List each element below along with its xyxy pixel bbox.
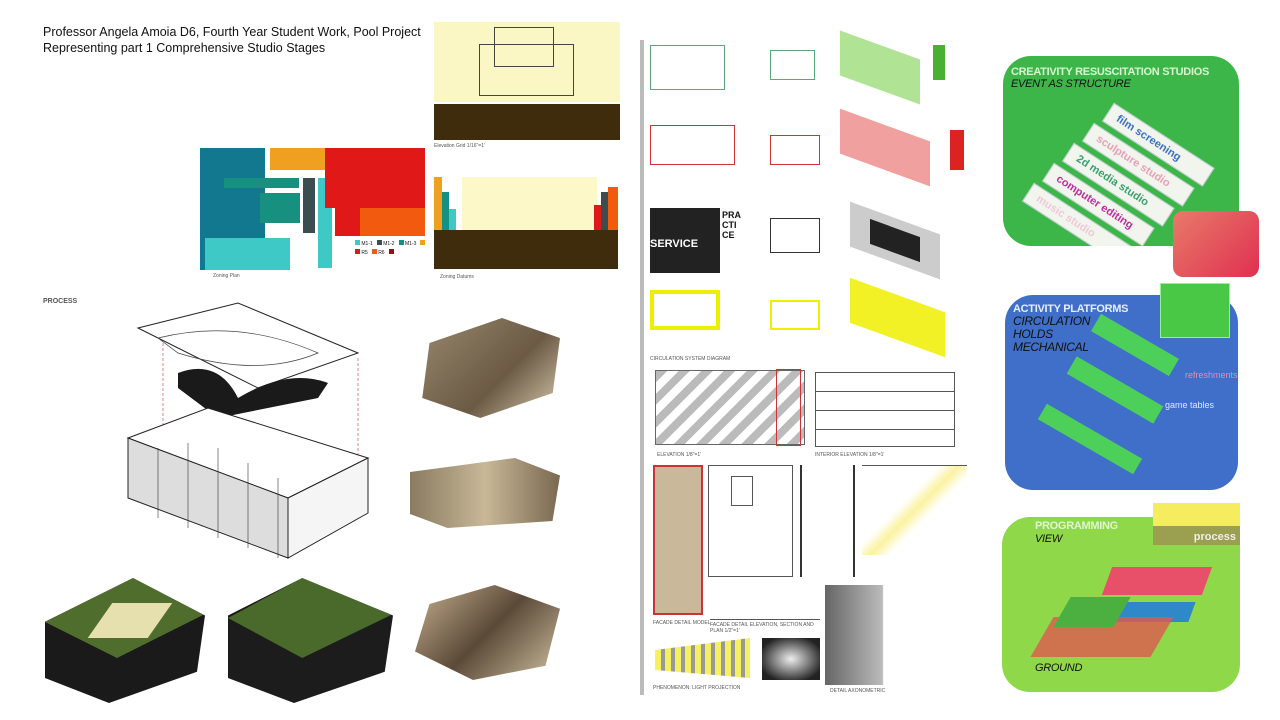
facade-column-detail	[800, 465, 855, 577]
label-game-tables: game tables	[1165, 400, 1215, 410]
service-word: SERVICE	[650, 208, 720, 273]
legend-special	[420, 240, 426, 247]
studio-interior-render	[1173, 211, 1259, 277]
elevation-grid-drawing	[434, 22, 620, 140]
programming-panel: PROGRAMMING VIEW GROUND	[1002, 517, 1240, 692]
practice-word: PRACTICE	[722, 210, 742, 240]
enclosure-system-diagram	[650, 30, 970, 115]
activity-line-holds: HOLDS	[1013, 327, 1053, 341]
detail-axon-caption: DETAIL AXONOMETRIC	[830, 688, 886, 694]
light-projection-image	[655, 638, 750, 678]
activity-line-mechanical: MECHANICAL	[1013, 340, 1089, 354]
legend-r6: R6	[371, 249, 385, 256]
elevation-grid-caption: Elevation Grid 1/16"=1'	[434, 143, 485, 149]
legend-m1-1: M1-1	[355, 240, 373, 247]
activity-line-circulation: CIRCULATION	[1013, 314, 1091, 328]
zoning-plan-caption: Zoning Plan	[213, 273, 240, 279]
facade-plan-detail	[710, 585, 820, 620]
process-label: PROCESS	[43, 298, 78, 305]
programming-title: PROGRAMMING	[1035, 520, 1118, 532]
column-divider	[640, 40, 644, 695]
light-section-details	[862, 465, 967, 555]
process-inset-label: process	[1193, 531, 1236, 543]
activity-inset-diagram	[1160, 283, 1230, 338]
legend-m1-3: M1-3	[398, 240, 416, 247]
circulation-system-diagram: CIRCULATION SYSTEM DIAGRAM	[650, 277, 970, 362]
light-projection-caption: PHENOMENON: LIGHT PROJECTION	[653, 685, 741, 691]
title-line-2: Representing part 1 Comprehensive Studio…	[43, 41, 326, 55]
site-model-photo-3	[415, 585, 560, 680]
zoning-datums-drawing	[434, 177, 618, 269]
legend-r5: R5	[355, 249, 368, 256]
circulation-caption: CIRCULATION SYSTEM DIAGRAM	[650, 356, 731, 362]
facade-model-caption: FACADE DETAIL MODEL	[653, 620, 711, 626]
site-model-photo-1	[422, 318, 560, 418]
creativity-subtitle: EVENT AS STRUCTURE	[1011, 78, 1131, 90]
site-model-photo-2	[410, 458, 560, 528]
facade-section-drawing	[708, 465, 793, 577]
programming-ground: GROUND	[1035, 662, 1083, 674]
exploded-axonometric-drawing	[126, 302, 370, 559]
detail-axonometric-render	[825, 585, 940, 685]
interior-elevation-drawing	[815, 372, 955, 447]
structural-system-diagram	[650, 108, 970, 195]
zoning-plan-map	[200, 148, 425, 270]
slide-title: Professor Angela Amoia D6, Fourth Year S…	[43, 24, 421, 56]
green-roof-render-2	[228, 578, 393, 703]
label-refreshments: refreshments	[1185, 370, 1238, 380]
facade-detail-caption: FACADE DETAIL ELEVATION, SECTION AND PLA…	[710, 622, 814, 634]
interior-elevation-caption: INTERIOR ELEVATION 1/8"=1'	[815, 452, 885, 458]
facade-detail-model-photo	[653, 465, 703, 615]
elevation-caption: ELEVATION 1/8"=1'	[657, 452, 702, 458]
zoning-legend: M1-1 M1-2 M1-3 R5 R6	[355, 240, 430, 256]
zoning-datums-caption: Zoning Datums	[440, 274, 474, 280]
green-roof-render-1	[45, 578, 205, 703]
light-box-render	[762, 638, 820, 680]
program-system-diagram: SERVICE PRACTICE	[650, 201, 970, 280]
creativity-title: CREATIVITY RESUSCITATION STUDIOS	[1011, 66, 1209, 78]
legend-commercial	[388, 249, 394, 256]
process-inset: process	[1153, 503, 1240, 545]
legend-m1-2: M1-2	[376, 240, 395, 247]
title-line-1: Professor Angela Amoia D6, Fourth Year S…	[43, 25, 421, 39]
programming-view: VIEW	[1035, 533, 1062, 545]
elevation-drawing	[655, 369, 805, 446]
activity-title: ACTIVITY PLATFORMS	[1013, 303, 1129, 315]
